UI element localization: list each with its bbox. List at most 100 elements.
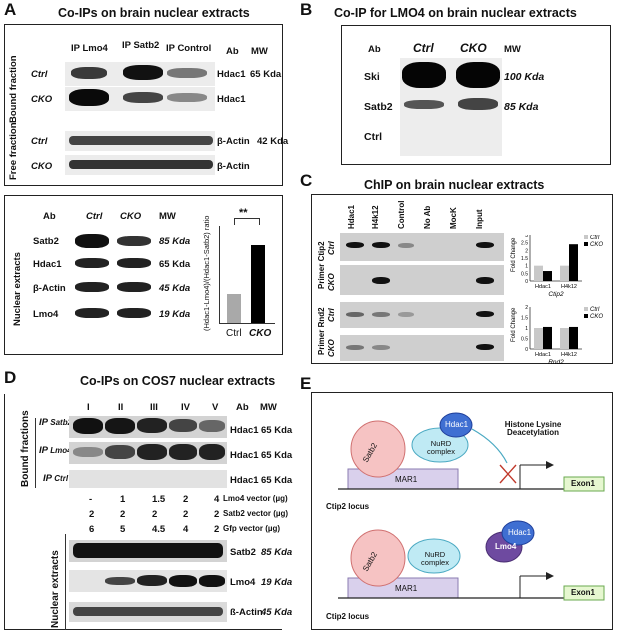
lane-header: II bbox=[118, 402, 124, 413]
chart-title: Rnd2 bbox=[548, 359, 564, 365]
y-tick-label: 1 bbox=[525, 326, 528, 332]
legend-label: CKO bbox=[590, 242, 603, 248]
blot-band bbox=[73, 607, 223, 616]
vector-amount: 6 bbox=[89, 524, 95, 535]
panel-b-letter: B bbox=[300, 0, 313, 19]
col-ctrl: Ctrl bbox=[86, 211, 103, 222]
blot-band bbox=[69, 160, 213, 169]
col-cko: CKO bbox=[460, 41, 487, 55]
nuc-row-ab: Lmo4 bbox=[33, 309, 59, 320]
x-tick-label: H4k12 bbox=[561, 352, 577, 358]
legend-swatch bbox=[584, 242, 588, 246]
bracket-line bbox=[65, 534, 66, 630]
blot-band bbox=[73, 543, 223, 558]
exon1-label: Exon1 bbox=[571, 588, 596, 597]
gel-band bbox=[476, 344, 494, 350]
bar-ctrl bbox=[560, 328, 569, 349]
bar-cko bbox=[569, 326, 578, 349]
blot-band bbox=[73, 418, 103, 434]
vector-label: Gfp vector (µg) bbox=[223, 524, 281, 533]
lane-label: MocK bbox=[449, 207, 458, 229]
nuc-row-mw: 19 Kda bbox=[261, 577, 293, 588]
blot-band bbox=[117, 308, 151, 318]
ip-row-ab: Hdac1 bbox=[230, 425, 259, 436]
row-ctrl-label: Ctrl bbox=[31, 69, 48, 80]
y-tick-label: 1 bbox=[525, 264, 528, 270]
rnd2-cko-label: CKO bbox=[327, 339, 336, 357]
lane-label: Hdac1 bbox=[347, 204, 356, 229]
panel-c-letter: C bbox=[300, 171, 313, 190]
blot-band bbox=[123, 65, 163, 80]
ip-ctrl-label: IP Ctrl bbox=[43, 473, 69, 484]
lane-label: No Ab bbox=[423, 205, 432, 229]
mar1-label: MAR1 bbox=[395, 475, 418, 484]
bar-cko bbox=[543, 271, 552, 281]
y-tick-label: 3 bbox=[525, 235, 528, 239]
blot-band bbox=[458, 98, 498, 110]
legend-label: Ctrl bbox=[590, 235, 600, 241]
vector-amount: - bbox=[89, 494, 93, 505]
bar-ctrl bbox=[560, 265, 569, 281]
row-mw: 42 Kda bbox=[257, 136, 289, 147]
col-ab: Ab bbox=[236, 402, 249, 413]
blot-band bbox=[199, 575, 225, 587]
col-mw: MW bbox=[504, 44, 521, 55]
y-tick-label: 0 bbox=[525, 279, 528, 285]
y-tick-label: 0.5 bbox=[521, 271, 528, 277]
tss-arrowhead bbox=[546, 461, 554, 469]
blot-band bbox=[69, 136, 213, 145]
gel-band bbox=[398, 243, 414, 248]
vector-amount: 4 bbox=[183, 524, 189, 535]
bar-ctrl bbox=[534, 265, 543, 281]
satb2-protein bbox=[350, 420, 406, 478]
nuc-row-mw: 45 Kda bbox=[159, 283, 191, 294]
y-axis-label: Fold Change bbox=[511, 237, 517, 272]
block-cross bbox=[499, 464, 517, 484]
bound-fraction-label: Bound fraction bbox=[8, 55, 19, 123]
vector-label: Satb2 vector (µg) bbox=[223, 509, 289, 518]
ctip2-ctrl-label: Ctrl bbox=[327, 241, 336, 255]
gel-band bbox=[346, 312, 364, 317]
vector-amount: 4.5 bbox=[152, 524, 166, 535]
panel-a-title: Co-IPs on brain nuclear extracts bbox=[58, 6, 250, 20]
y-tick-label: 1.5 bbox=[521, 256, 528, 262]
vector-amount: 2 bbox=[214, 524, 220, 535]
blot-band bbox=[75, 258, 109, 268]
nurd-label: NuRD complex bbox=[427, 439, 455, 456]
col-mw: MW bbox=[260, 402, 277, 413]
ratio-ylabel: (Hdac1-Lmo4)/(Hdac1-Satb2) ratio bbox=[202, 215, 211, 331]
vector-amount: 2 bbox=[152, 509, 158, 520]
ctip2-cko-label: CKO bbox=[327, 273, 336, 291]
nuclear-extracts-label: Nuclear extracts bbox=[12, 252, 23, 326]
blot-strip bbox=[69, 470, 227, 488]
ip-row-mw: 65 Kda bbox=[261, 450, 293, 461]
nuc-row-ab: ß-Actin bbox=[230, 607, 263, 618]
nuc-row-mw: 85 Kda bbox=[159, 236, 191, 247]
gel-band bbox=[372, 242, 390, 248]
vector-amount: 4 bbox=[214, 494, 220, 505]
nurd-label: NuRD complex bbox=[421, 550, 449, 567]
blot-band bbox=[75, 282, 109, 292]
col-ip-control: IP Control bbox=[166, 43, 212, 54]
blot-band bbox=[199, 420, 225, 432]
panel-a-upper-box: Bound fraction Free fraction IP Lmo4 IP … bbox=[4, 24, 288, 186]
blot-band bbox=[456, 62, 500, 88]
ip-row-mw: 65 Kda bbox=[261, 475, 293, 486]
y-axis bbox=[219, 226, 220, 324]
blot-band bbox=[71, 67, 107, 79]
panel-a-letter: A bbox=[4, 0, 17, 19]
col-cko: CKO bbox=[120, 211, 142, 222]
nurd-complex bbox=[407, 538, 461, 574]
x-tick-ctrl: Ctrl bbox=[226, 328, 242, 339]
gel-band bbox=[372, 277, 390, 284]
panel-e-letter: E bbox=[300, 374, 312, 393]
chart-title: Ctip2 bbox=[548, 291, 564, 298]
b-row-mw: 100 Kda bbox=[504, 71, 545, 83]
vector-label: Lmo4 vector (µg) bbox=[223, 494, 288, 503]
row-ab: β-Actin bbox=[217, 136, 250, 147]
blot-band bbox=[105, 577, 135, 585]
y-tick-label: 0 bbox=[525, 347, 528, 353]
nuc-row-ab: Satb2 bbox=[33, 236, 59, 247]
